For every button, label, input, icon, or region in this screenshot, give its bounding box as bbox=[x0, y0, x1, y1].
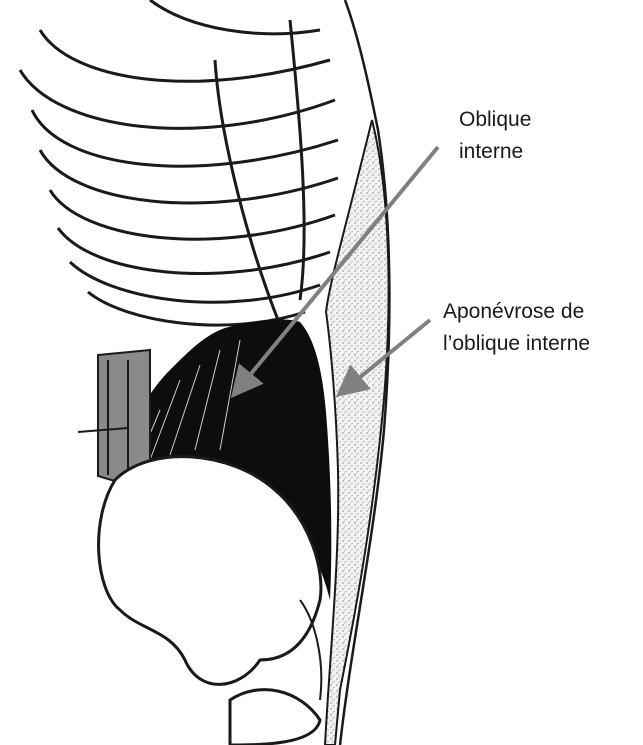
aponevrose-label-line2: l’oblique interne bbox=[443, 328, 590, 360]
rectus-column bbox=[78, 350, 150, 482]
oblique-interne-label: Oblique interne bbox=[459, 104, 531, 168]
aponevrose-label-line1: Aponévrose de bbox=[443, 296, 590, 328]
ribcage bbox=[20, 0, 338, 325]
oblique-interne-label-line2: interne bbox=[459, 136, 531, 168]
oblique-interne-label-line1: Oblique bbox=[459, 104, 531, 136]
aponevrose-label: Aponévrose de l’oblique interne bbox=[443, 296, 590, 360]
